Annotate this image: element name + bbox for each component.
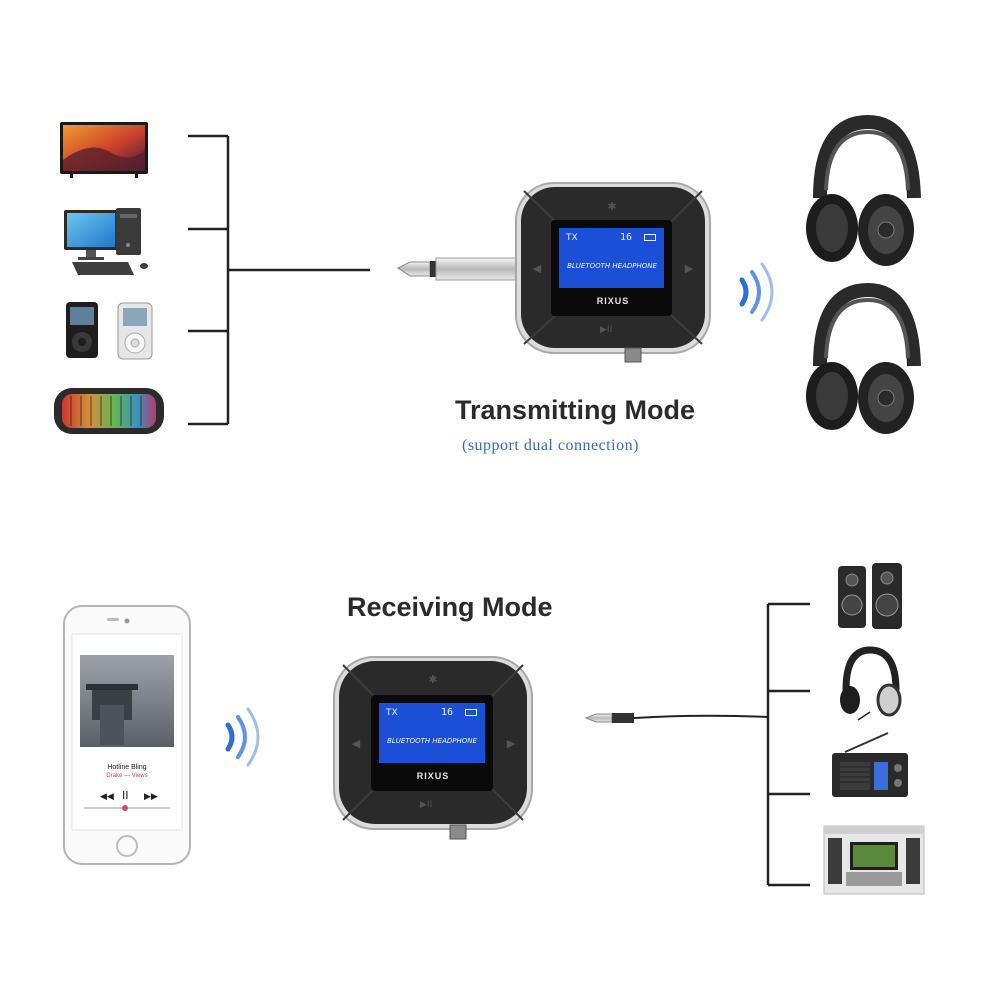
bluetooth-speaker-icon: [54, 388, 164, 434]
lcd-display-text: BLUETOOTH HEADPHONE: [562, 262, 662, 270]
lcd-display-text: BLUETOOTH HEADPHONE: [382, 737, 482, 745]
forward-icon: ▶▶: [144, 792, 158, 802]
transmitter-device: ✱ ◀ ▶: [516, 183, 710, 362]
tv-icon: [60, 122, 148, 178]
lcd-mode-indicator: TX: [386, 708, 398, 718]
bluetooth-icon: ✱: [428, 673, 437, 686]
smartphone-icon: ◀◀ II ▶▶: [64, 606, 190, 864]
mp3-player-icon: [66, 302, 152, 359]
battery-icon: [644, 234, 656, 241]
brand-logo: RIXUS: [591, 296, 635, 306]
transmitting-mode-subtitle: (support dual connection): [462, 437, 639, 455]
phone-track-artist: Drake — Views: [80, 773, 174, 779]
headphones-icon: [840, 650, 900, 720]
radio-icon: [832, 733, 908, 797]
audio-jack-plug: [398, 258, 516, 280]
play-pause-icon: ▶II: [420, 800, 432, 810]
pause-icon: II: [122, 789, 129, 802]
desktop-speakers-icon: [838, 563, 902, 629]
signal-waves-icon: [228, 709, 258, 765]
desktop-computer-icon: [64, 208, 148, 275]
phone-track-title: Hotline Bling: [80, 764, 174, 771]
transmitting-section: ✱ ◀ ▶: [54, 122, 914, 434]
lcd-volume-level: 16: [441, 707, 453, 718]
receiver-device: ✱ ◀ ▶: [334, 657, 532, 839]
next-button-icon: ▶: [507, 737, 516, 750]
prev-button-icon: ◀: [533, 262, 542, 275]
brand-logo: RIXUS: [411, 771, 455, 781]
headphones-icon: [806, 290, 914, 434]
battery-icon: [465, 709, 477, 716]
signal-waves-icon: [742, 264, 772, 320]
rewind-icon: ◀◀: [100, 792, 114, 802]
headphones-icon: [806, 122, 914, 266]
receiving-mode-title: Receiving Mode: [347, 592, 553, 623]
lcd-mode-indicator: TX: [566, 233, 578, 243]
source-bracket: [188, 136, 370, 424]
play-pause-icon: ▶II: [600, 325, 612, 335]
transmitting-mode-title: Transmitting Mode: [455, 395, 695, 426]
stereo-system-icon: [824, 826, 924, 894]
lcd-volume-level: 16: [620, 232, 632, 243]
next-button-icon: ▶: [685, 262, 694, 275]
output-bracket: [768, 604, 810, 885]
aux-cable: [586, 713, 768, 723]
prev-button-icon: ◀: [352, 737, 361, 750]
bluetooth-icon: ✱: [607, 200, 616, 213]
